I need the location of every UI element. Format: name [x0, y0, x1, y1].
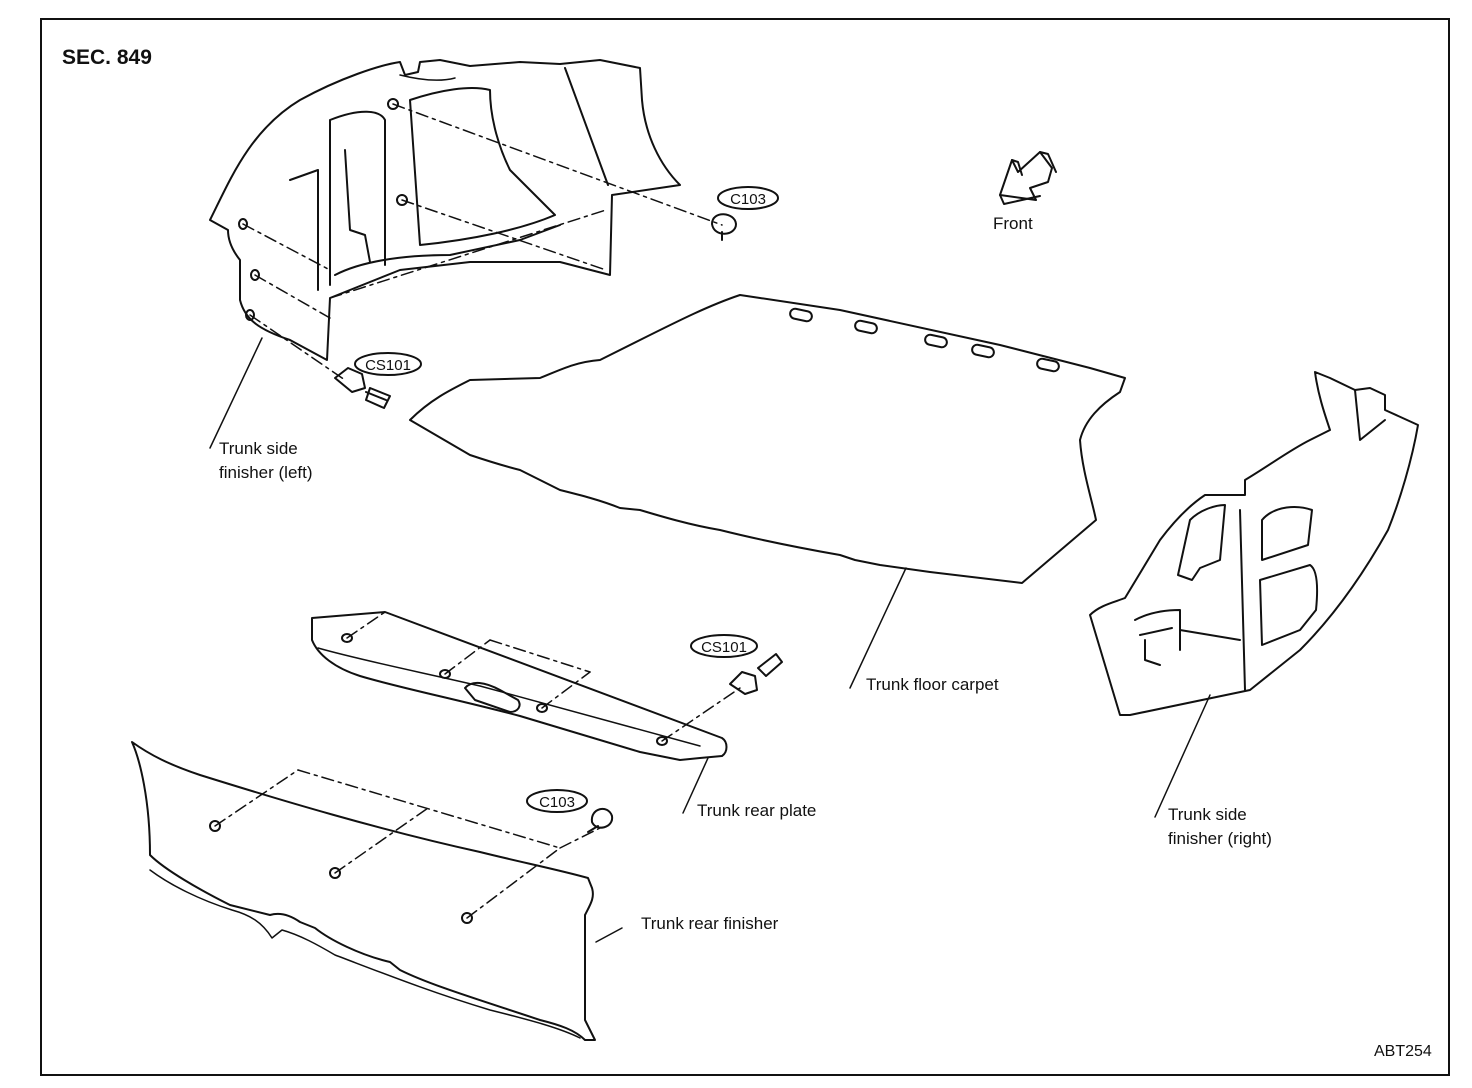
rear-finisher-leaders: [214, 769, 601, 919]
label-trunk-rear-finisher: Trunk rear finisher: [641, 914, 779, 933]
c103-clip-top: [711, 213, 737, 241]
trunk-rear-plate-part: [311, 611, 728, 761]
label-trunk-rear-plate: Trunk rear plate: [697, 801, 817, 820]
label-trunk-side-finisher-right: Trunk side finisher (right): [1168, 805, 1272, 848]
cs101-clip-left: [334, 367, 391, 409]
svg-text:CS101: CS101: [365, 357, 411, 374]
label-trunk-side-finisher-left: Trunk side finisher (left): [219, 439, 313, 482]
leader-trunk-side-left: [209, 337, 263, 449]
front-arrow-icon: [999, 151, 1057, 205]
trunk-floor-carpet-part: [409, 294, 1126, 584]
front-label: Front: [993, 214, 1033, 233]
callout-leaders: [209, 337, 1211, 943]
callout-c103-top: C103: [717, 186, 779, 210]
callout-cs101-left: CS101: [354, 352, 422, 376]
callout-cs101-right: CS101: [690, 634, 758, 658]
svg-text:C103: C103: [730, 191, 766, 208]
section-number: SEC. 849: [62, 46, 152, 69]
left-fastener-leaders: [242, 103, 723, 381]
figure-code: ABT254: [1374, 1043, 1432, 1060]
leader-trunk-rear-plate: [682, 757, 709, 814]
rear-plate-leaders: [346, 611, 741, 742]
leader-trunk-floor-carpet: [849, 567, 907, 689]
cs101-clip-right: [729, 653, 783, 695]
trunk-rear-finisher-part: [131, 741, 596, 1041]
trunk-side-finisher-right-part: [1089, 371, 1419, 716]
svg-text:CS101: CS101: [701, 639, 747, 656]
diagram-frame: [40, 18, 1450, 1076]
trunk-side-finisher-left-part: [209, 59, 681, 361]
callout-c103-bottom: C103: [526, 789, 588, 813]
leader-trunk-rear-finisher: [595, 927, 623, 943]
label-trunk-floor-carpet: Trunk floor carpet: [866, 675, 999, 694]
c103-clip-bottom: [587, 807, 614, 833]
leader-trunk-side-right: [1154, 694, 1211, 818]
svg-text:C103: C103: [539, 794, 575, 811]
